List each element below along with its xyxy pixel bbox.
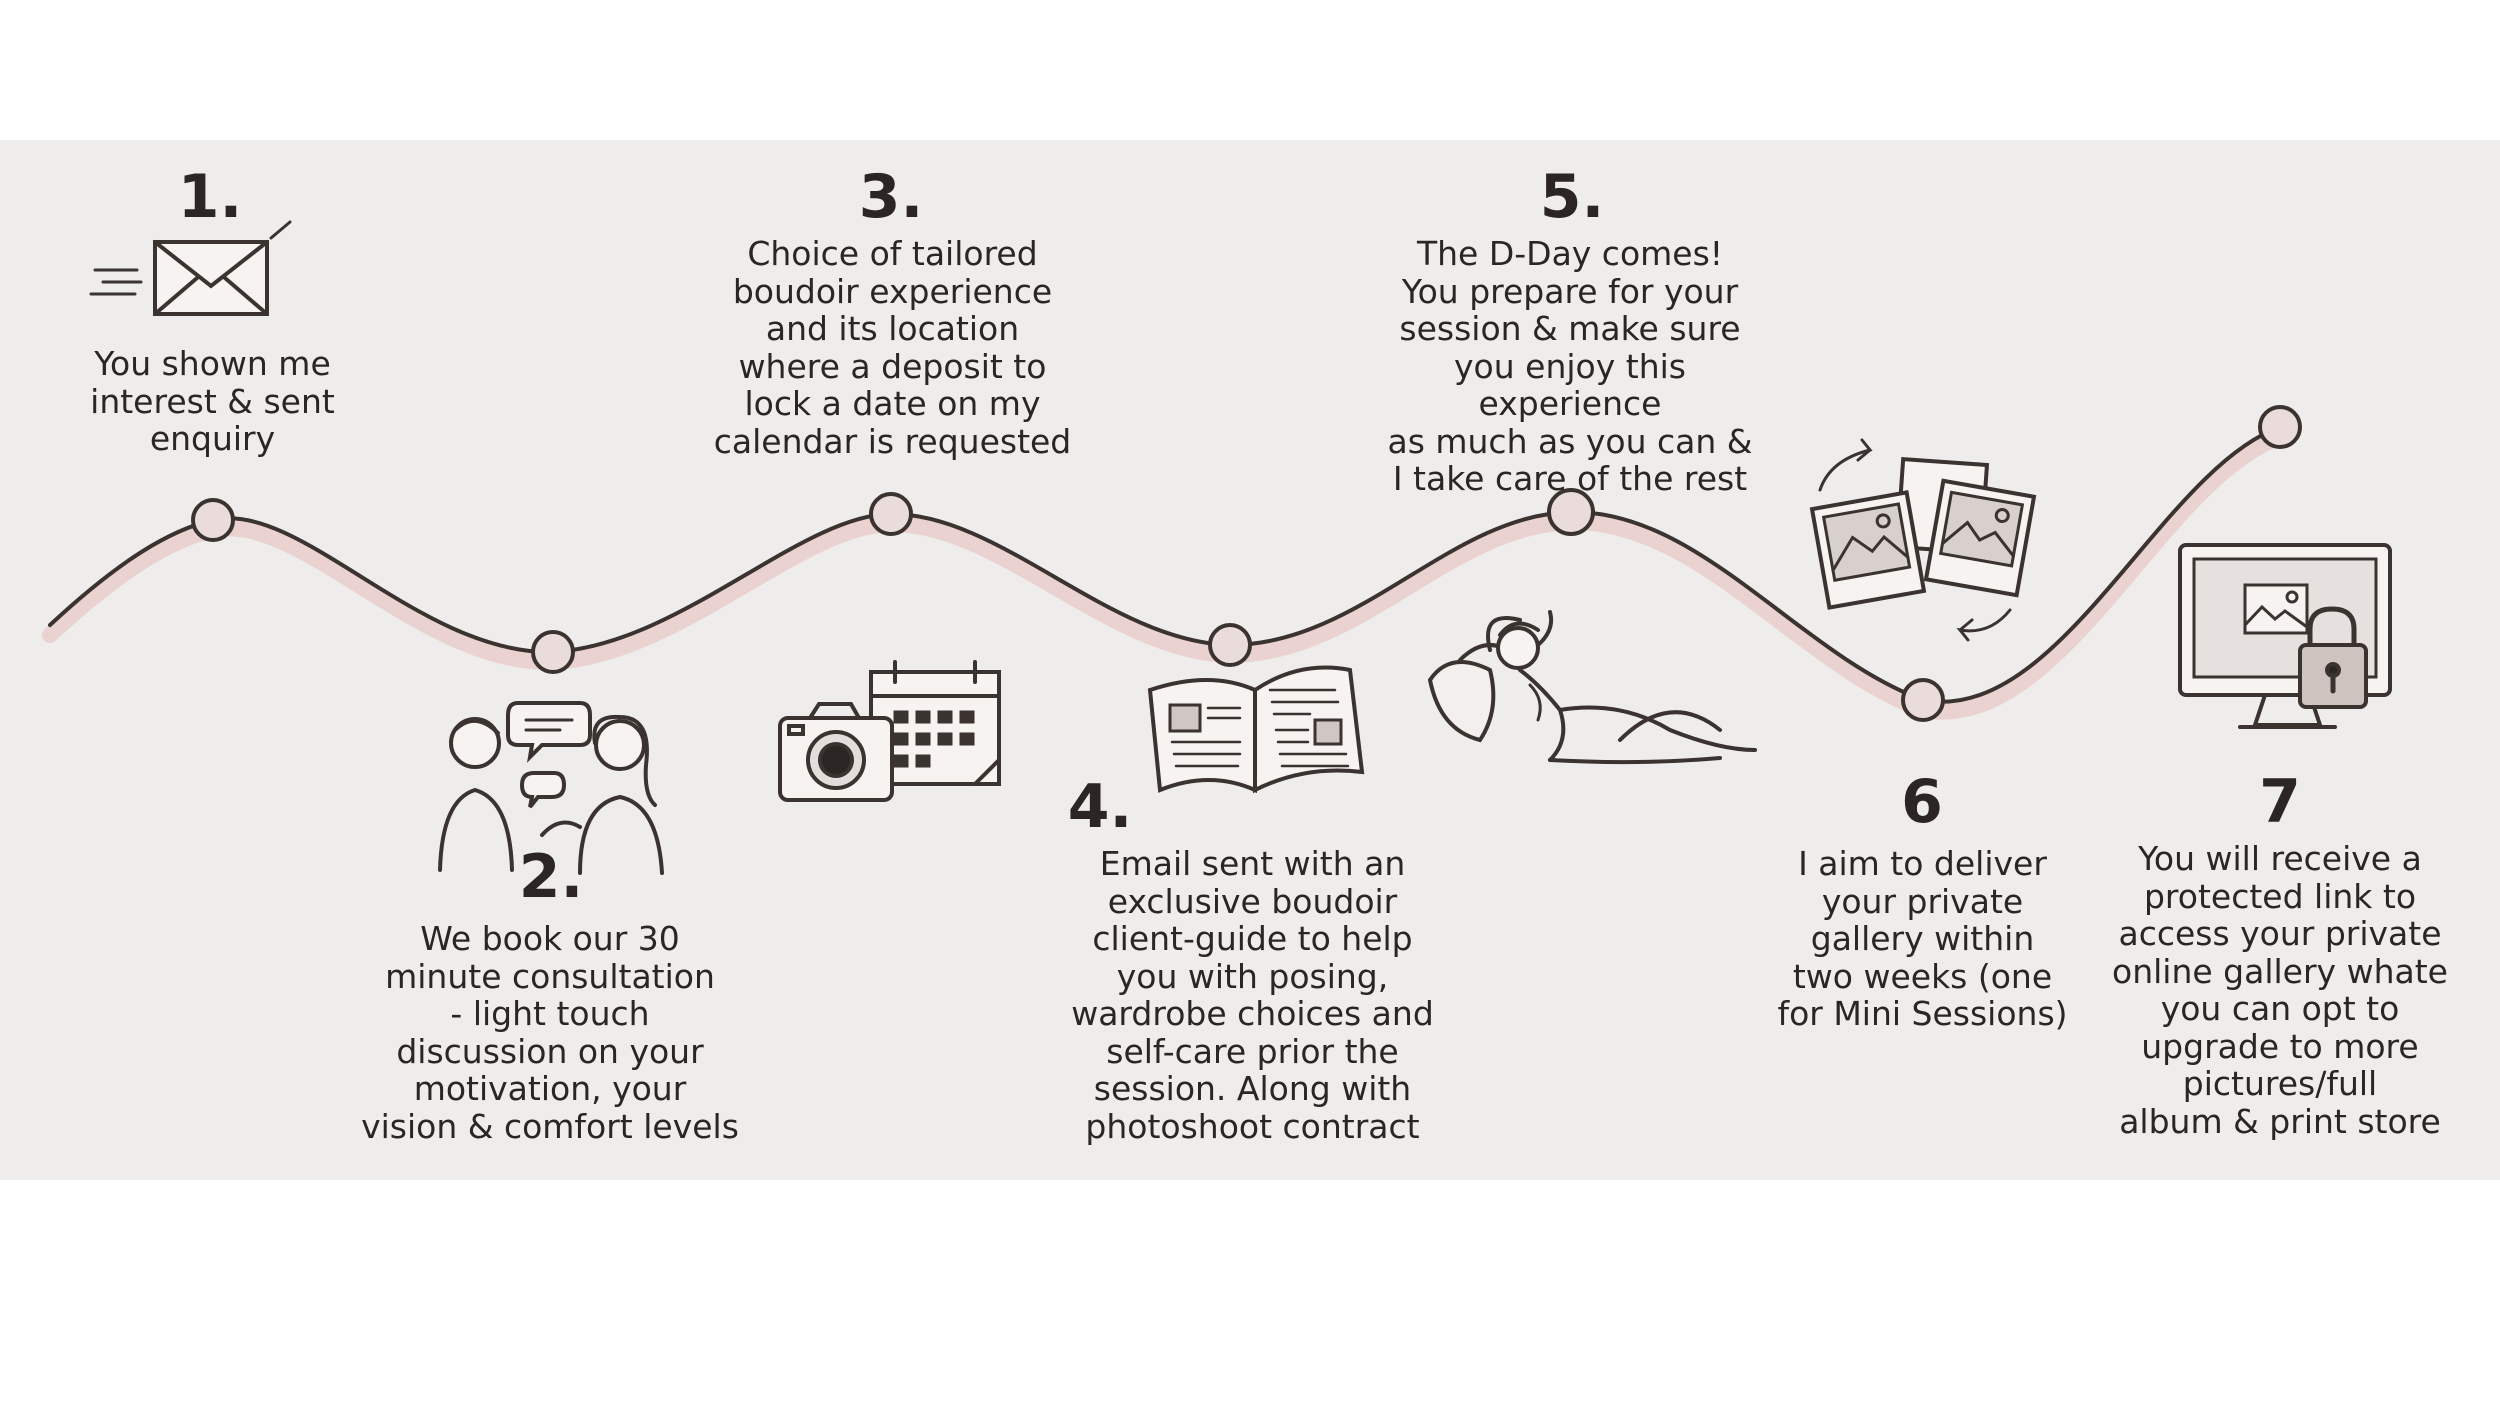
step-4-text: Email sent with an exclusive boudoir cli…	[1071, 844, 1434, 1146]
step-5-number: 5.	[1539, 162, 1605, 232]
step-6-text: I aim to deliver your private gallery wi…	[1777, 844, 2068, 1033]
step-5-text: The D-Day comes! You prepare for your se…	[1387, 234, 1753, 498]
step-7-text: You will receive a protected link to acc…	[2112, 839, 2448, 1141]
step-1-text: You shown me interest & sent enquiry	[90, 344, 335, 458]
timeline-node-6	[1901, 678, 1945, 722]
timeline-node-2	[531, 630, 575, 674]
step-7-number: 7	[2259, 767, 2301, 837]
step-2-text: We book our 30 minute consultation - lig…	[361, 919, 739, 1146]
step-3-number: 3.	[858, 162, 924, 232]
timeline-path	[42, 405, 2302, 722]
conversation-icon	[430, 695, 670, 875]
timeline-node-3	[869, 492, 913, 536]
step-1-number: 1.	[177, 162, 243, 232]
timeline-node-7	[2258, 405, 2302, 449]
camera-calendar-icon	[775, 660, 1015, 810]
step-2-number: 2.	[518, 842, 584, 912]
timeline-panel: 1. You shown me interest & sent enquiry	[0, 140, 2500, 1180]
step-6-number: 6	[1901, 767, 1943, 837]
locked-monitor-icon	[2160, 535, 2410, 735]
timeline-node-1	[191, 498, 235, 542]
open-book-icon	[1140, 660, 1370, 800]
reclining-woman-icon	[1420, 590, 1760, 780]
step-4-number: 4.	[1067, 772, 1133, 842]
timeline-node-5	[1547, 488, 1595, 536]
envelope-icon	[85, 220, 295, 330]
photo-prints-icon	[1800, 438, 2040, 642]
timeline-node-4	[1208, 623, 1252, 667]
step-3-text: Choice of tailored boudoir experience an…	[713, 234, 1072, 461]
